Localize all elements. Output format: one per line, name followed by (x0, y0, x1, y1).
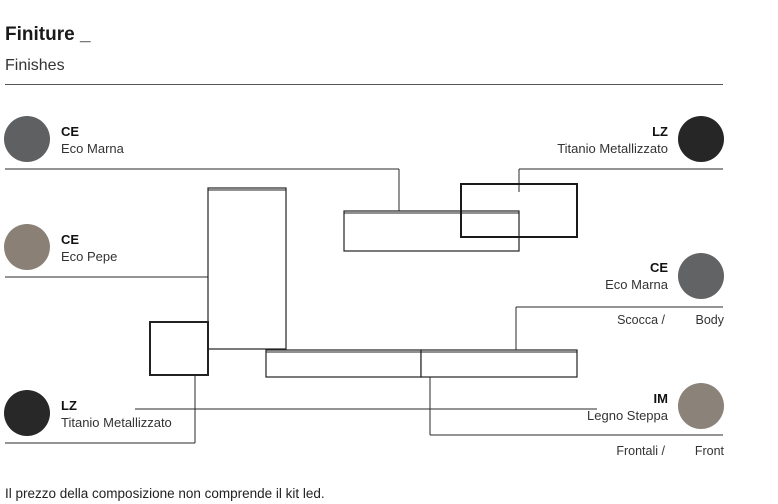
finish-code: CE (61, 232, 80, 247)
header-divider (5, 84, 723, 85)
finish-code: CE (61, 124, 80, 139)
finish-name: Legno Steppa (587, 408, 668, 423)
page-subtitle: Finishes (5, 57, 65, 74)
finish-name: Titanio Metallizzato (61, 415, 172, 430)
base-unit-center (265, 349, 422, 378)
body-label-en: Body (695, 313, 725, 327)
page-title: Finiture _ (5, 24, 91, 45)
finish-code: CE (649, 260, 668, 275)
base-unit-right (420, 349, 578, 378)
swatch-titanio-metallizzato (4, 390, 50, 436)
finish-name: Eco Marna (605, 277, 668, 292)
swatch-titanio-metallizzato (678, 116, 724, 162)
front-label-en: Front (694, 444, 724, 458)
finish-name: Eco Marna (61, 141, 124, 156)
base-unit-left (149, 321, 209, 376)
footnote: Il prezzo della composizione non compren… (5, 486, 325, 501)
swatch-eco-marna (4, 116, 50, 162)
wall-cabinet-right (460, 183, 578, 238)
swatch-eco-pepe (4, 224, 50, 270)
finish-name: Titanio Metallizzato (557, 141, 668, 156)
wall-cabinet-center (343, 210, 520, 252)
swatch-eco-marna (678, 253, 724, 299)
finish-code: LZ (652, 124, 668, 139)
front-label-it: Frontali / (616, 444, 665, 458)
body-label-it: Scocca / (617, 313, 665, 327)
finish-code: IM (653, 391, 668, 406)
tall-cabinet (207, 187, 287, 350)
swatch-legno-steppa (678, 383, 724, 429)
finish-name: Eco Pepe (61, 249, 118, 264)
finish-code: LZ (61, 398, 77, 413)
